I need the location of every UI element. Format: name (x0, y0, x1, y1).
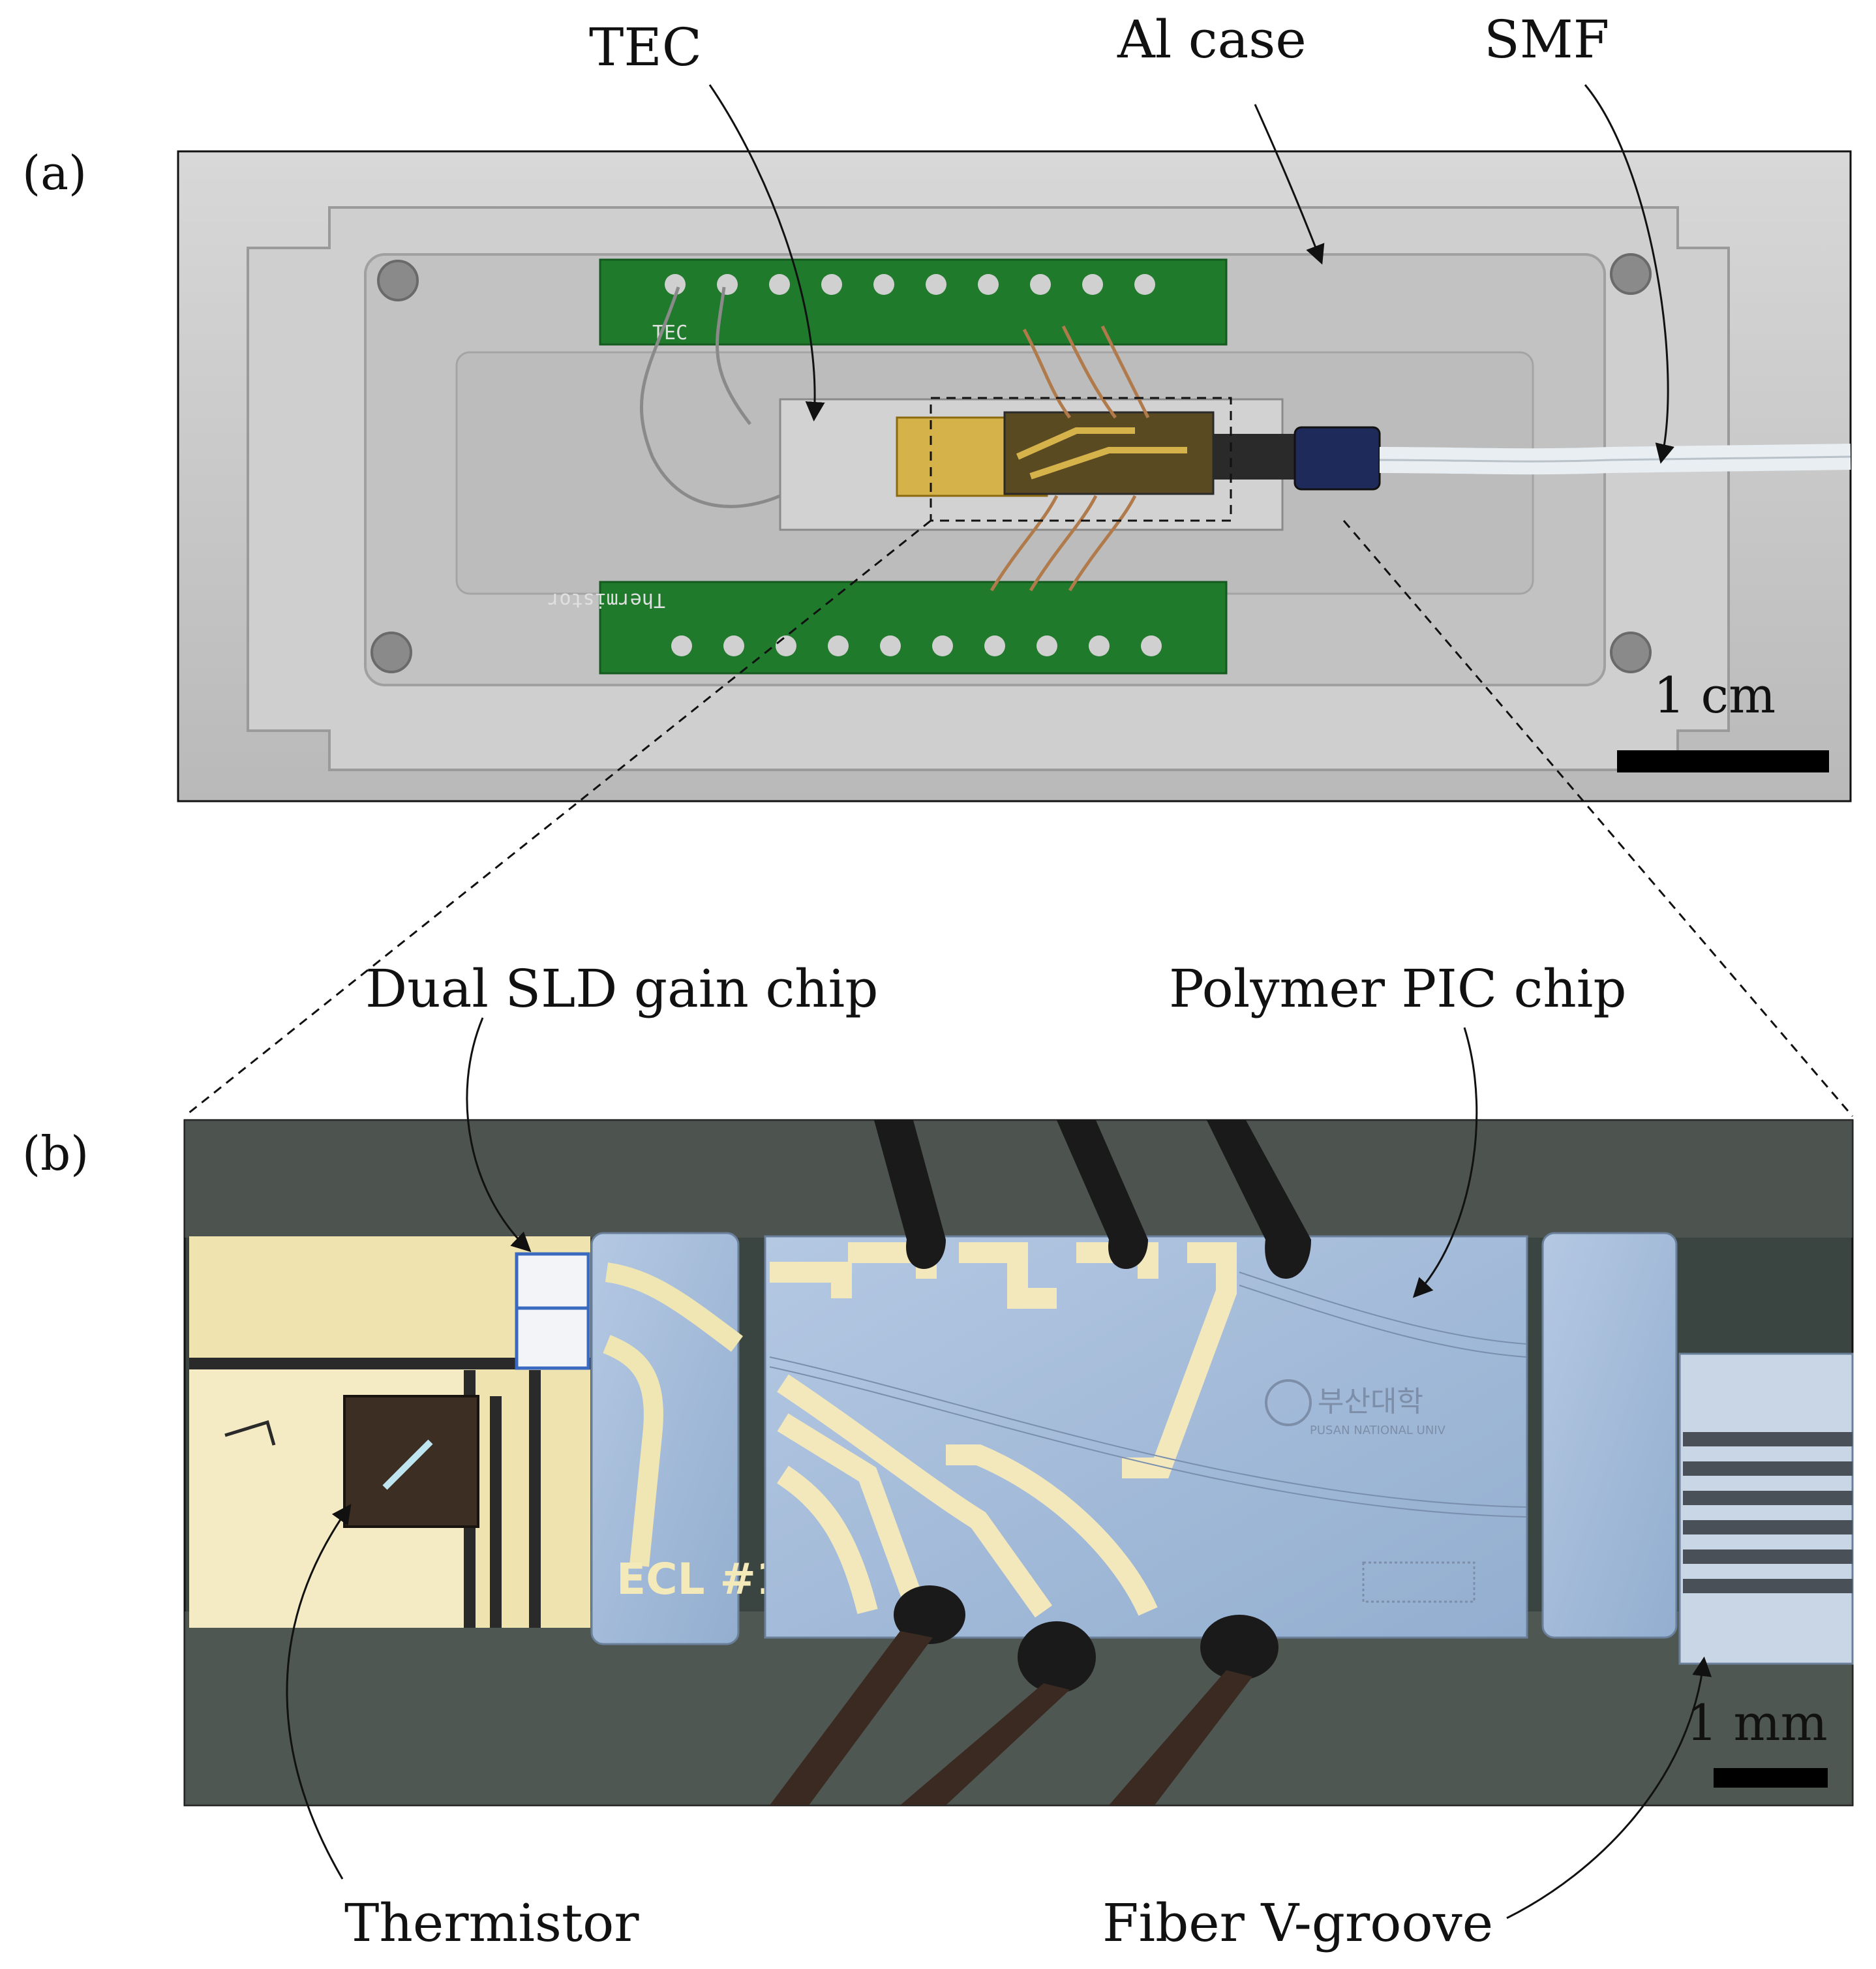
logo-text-main: 부산대학 (1318, 1385, 1423, 1418)
arrow-tec (708, 84, 825, 421)
callout-pic-chip: Polymer PIC chip (1169, 958, 1627, 1019)
scale-bar-b (1714, 1768, 1828, 1788)
pcb-bottom (599, 581, 1228, 675)
callout-al-case: Al case (1117, 9, 1307, 70)
fiber-block (1213, 434, 1298, 480)
callout-gain-chip: Dual SLD gain chip (365, 958, 878, 1019)
pcb-top-pads (665, 274, 1155, 295)
pcb-bottom-pads (671, 635, 1162, 656)
panel-a: (a) TEC (22, 9, 1852, 802)
pic-waveguides (769, 1272, 1527, 1518)
panel-b-label: (b) (22, 1126, 89, 1181)
gold-traces (1016, 427, 1187, 480)
tec-wire (639, 286, 781, 508)
arrow-smf (1584, 84, 1674, 464)
scale-bar-b-label: 1 mm (1686, 1694, 1828, 1752)
bond-wire-blobs (770, 1120, 1311, 1805)
arrow-pic-chip (1412, 1027, 1478, 1298)
callout-tec: TEC (589, 17, 702, 78)
zoom-box (930, 397, 1232, 522)
bond-wires (1022, 325, 1150, 419)
panel-b: (b) ECL #120 (22, 958, 1854, 1953)
coupling-chip-right (1541, 1232, 1678, 1639)
tec-wire (716, 286, 751, 425)
zoom-line-right (1342, 520, 1854, 1117)
pcb-bottom-label: Thermistor (547, 588, 665, 611)
pcb-top (599, 258, 1228, 346)
zoom-line-left (184, 519, 931, 1118)
gain-chip (515, 1252, 590, 1370)
mounting-hole (1610, 632, 1652, 673)
fiber-connector (1294, 426, 1381, 491)
panel-a-label: (a) (22, 145, 87, 200)
arrow-v-groove (1506, 1656, 1712, 1919)
callout-thermistor: Thermistor (344, 1893, 639, 1953)
mounting-hole (1610, 253, 1652, 295)
arrow-al-case (1254, 104, 1325, 265)
fiber-v-groove (1678, 1352, 1854, 1665)
mounting-hole (377, 260, 419, 301)
arrow-thermistor (286, 1504, 352, 1880)
v-groove-channels (1683, 1432, 1853, 1593)
university-logo-icon (1265, 1379, 1312, 1426)
callout-smf: SMF (1484, 9, 1609, 70)
bond-wires (990, 495, 1137, 592)
arrow-gain-chip (466, 1017, 532, 1253)
mounting-hole (371, 632, 412, 673)
scale-bar-a-label: 1 cm (1654, 666, 1776, 724)
scale-bar-a (1617, 750, 1829, 772)
logo-text-sub: PUSAN NATIONAL UNIV (1310, 1424, 1446, 1437)
callout-v-groove: Fiber V-groove (1102, 1893, 1493, 1953)
coupling-chip-left (590, 1232, 740, 1645)
test-structures (1362, 1561, 1475, 1603)
